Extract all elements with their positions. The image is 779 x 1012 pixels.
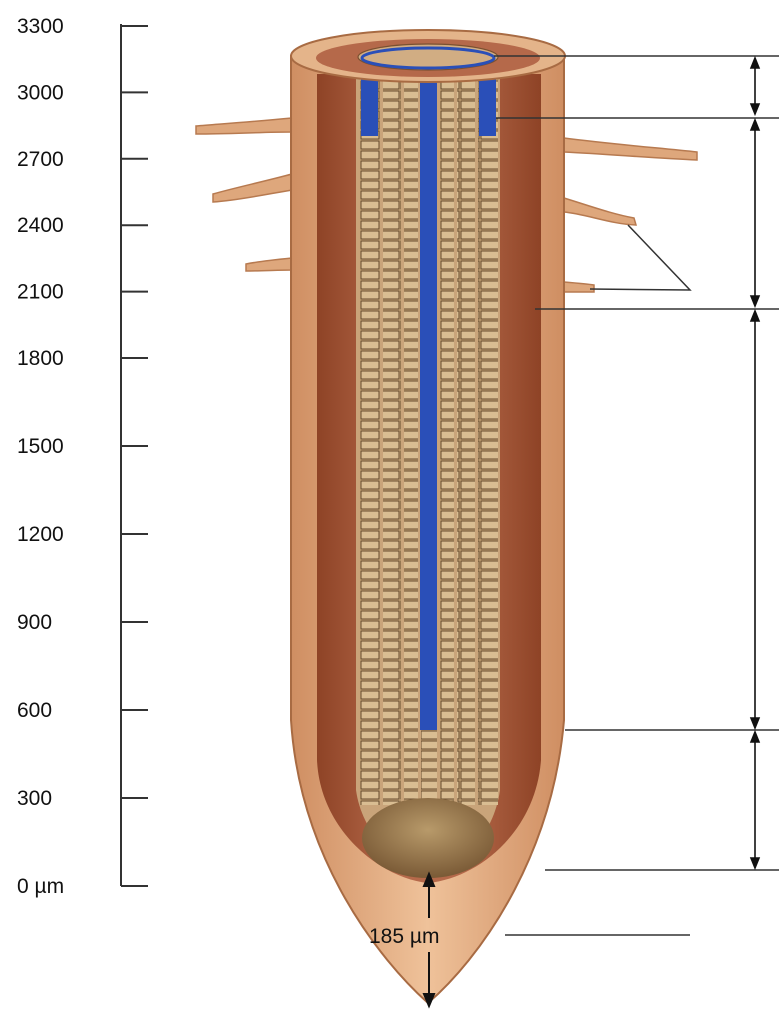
root-hair-left-top xyxy=(196,118,292,134)
cell-file-outer-left xyxy=(360,60,380,805)
cell-file-center-left xyxy=(404,60,418,830)
root-hair-left-mid xyxy=(213,174,292,202)
cell-file-inner-right xyxy=(457,60,475,805)
scale-tick-label: 600 xyxy=(17,699,52,722)
scale-tick-label: 2100 xyxy=(17,281,64,304)
scale-tick-label: 1200 xyxy=(17,523,64,546)
scale-tick-label: 3300 xyxy=(17,15,64,38)
zone-dimension-arrows xyxy=(751,58,759,868)
scale-tick-label: 2400 xyxy=(17,214,64,237)
scale-tick-label: 3000 xyxy=(17,81,64,104)
scale-tick-label: 1500 xyxy=(17,435,64,458)
scale-axis: 3300 3000 2700 2400 2100 1800 1500 1200 900 600 30… xyxy=(17,15,148,898)
scale-tick-label: 300 xyxy=(17,787,52,810)
scale-ticks: 3300 3000 2700 2400 2100 1800 1500 1200 900 600 30… xyxy=(17,15,148,898)
leader-root-hairs xyxy=(590,225,690,290)
root-cap-width-label: 185 µm xyxy=(369,925,439,948)
root-hair-left-low xyxy=(246,258,292,271)
scale-tick-label: 2700 xyxy=(17,148,64,171)
cell-file-center-right xyxy=(440,60,454,830)
vessel-center xyxy=(420,48,437,730)
root-hair-right-mid xyxy=(564,198,636,225)
scale-tick-label: 1800 xyxy=(17,347,64,370)
cell-file-inner-left xyxy=(383,60,401,805)
cell-file-outer-right xyxy=(478,60,498,805)
root-hair-right-top xyxy=(564,138,697,160)
scale-tick-label: 900 xyxy=(17,611,52,634)
scale-tick-label: 0 µm xyxy=(17,875,64,898)
apical-meristem xyxy=(362,798,494,878)
root-hair-right-low xyxy=(564,282,594,292)
